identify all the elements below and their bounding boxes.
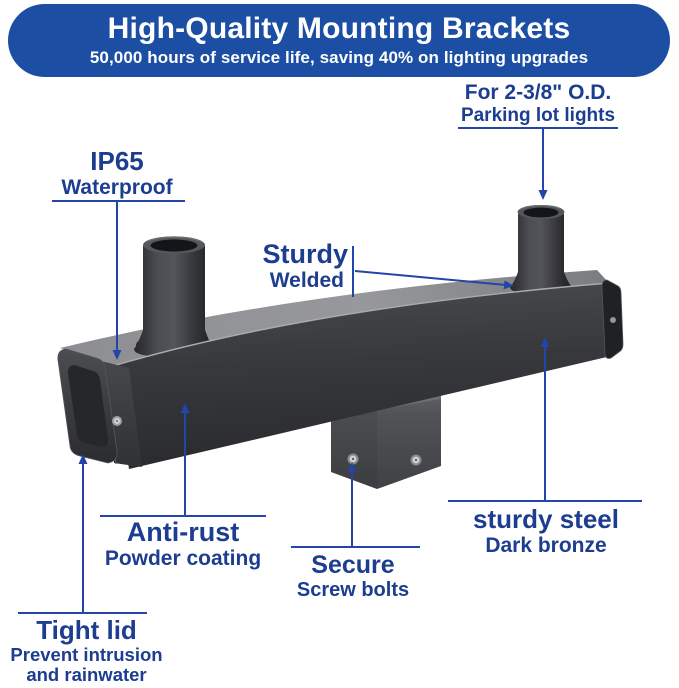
callout-lid: Tight lid Prevent intrusion and rainwate…	[5, 615, 168, 686]
right-cap-screw	[610, 317, 616, 323]
callout-coating-sub: Powder coating	[104, 547, 262, 571]
right-tenon-opening	[523, 207, 559, 218]
mount-screw-right	[410, 454, 422, 466]
callout-lid-sub1: Prevent intrusion	[10, 644, 163, 666]
callout-steel-title: sturdy steel	[473, 504, 619, 534]
left-end-cap	[57, 348, 142, 467]
callout-waterproof: IP65 Waterproof	[38, 146, 196, 200]
header-banner: High-Quality Mounting Brackets 50,000 ho…	[8, 4, 670, 77]
right-tenon	[510, 205, 572, 296]
left-tenon	[134, 236, 214, 358]
callout-coating: Anti-rust Powder coating	[93, 517, 273, 571]
mounting-bracket	[57, 205, 624, 489]
callout-pole-fit: For 2-3/8" O.D. Parking lot lights	[426, 81, 650, 126]
callout-welded: Sturdy Welded	[238, 239, 348, 293]
callout-welded-sub: Welded	[269, 269, 344, 293]
leader-lines	[18, 127, 642, 614]
callout-coating-title: Anti-rust	[126, 517, 240, 547]
right-end-cap	[601, 279, 624, 359]
callout-bolts-title: Secure	[311, 551, 395, 579]
callout-waterproof-title: IP65	[90, 146, 144, 176]
banner-title: High-Quality Mounting Brackets	[107, 11, 571, 45]
pole-mount	[331, 392, 441, 489]
callout-lid-title: Tight lid	[36, 615, 137, 645]
callout-welded-title: Sturdy	[262, 239, 348, 269]
callout-steel: sturdy steel Dark bronze	[450, 504, 642, 558]
callout-steel-sub: Dark bronze	[485, 534, 607, 558]
callout-pole-fit-title: For 2-3/8" O.D.	[464, 81, 612, 104]
left-tenon-opening	[150, 239, 198, 252]
beam-top-highlight	[112, 282, 610, 367]
callout-bolts-sub: Screw bolts	[296, 579, 410, 601]
callout-pole-fit-sub: Parking lot lights	[460, 104, 616, 126]
left-cap-panel	[67, 365, 109, 447]
banner-subtitle: 50,000 hours of service life, saving 40%…	[89, 48, 589, 68]
callout-lid-sub2: and rainwater	[26, 664, 147, 686]
mount-screw-left	[347, 453, 359, 465]
beam-front-face	[113, 283, 611, 469]
left-cap-screw	[112, 416, 122, 426]
leader-arrow-welded	[354, 270, 514, 290]
callout-bolts: Secure Screw bolts	[277, 551, 429, 601]
callout-waterproof-sub: Waterproof	[61, 176, 173, 200]
